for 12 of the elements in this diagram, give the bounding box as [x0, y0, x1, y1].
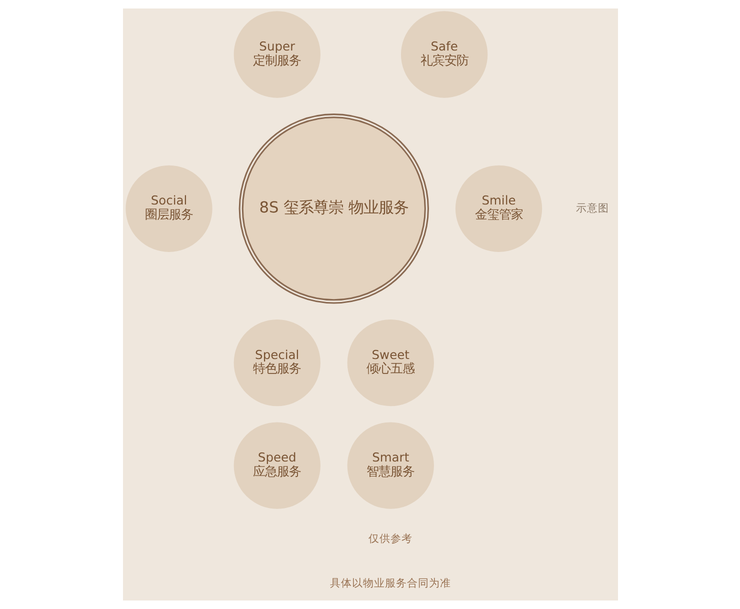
node-circle: Smart 智慧服务 — [346, 422, 434, 509]
node-circle: Speed 应急服务 — [233, 422, 320, 509]
label: 示意图 — [575, 201, 608, 214]
node-circle: Sweet 倾心五感 — [346, 319, 434, 406]
label: 仅供参考 — [368, 532, 412, 545]
node-circle: Super 定制服务 — [233, 11, 320, 98]
label: 具体以物业服务合同为准 — [330, 576, 451, 590]
node-circle: Smile 金玺管家 — [454, 165, 542, 252]
node-circle: Social 圈层服务 — [125, 165, 212, 252]
node-circle: Special 特色服务 — [233, 319, 320, 406]
node-circle: Safe 礼宾安防 — [400, 11, 488, 98]
node-circle: 8S 玺系尊崇 物业服务 — [238, 114, 428, 304]
